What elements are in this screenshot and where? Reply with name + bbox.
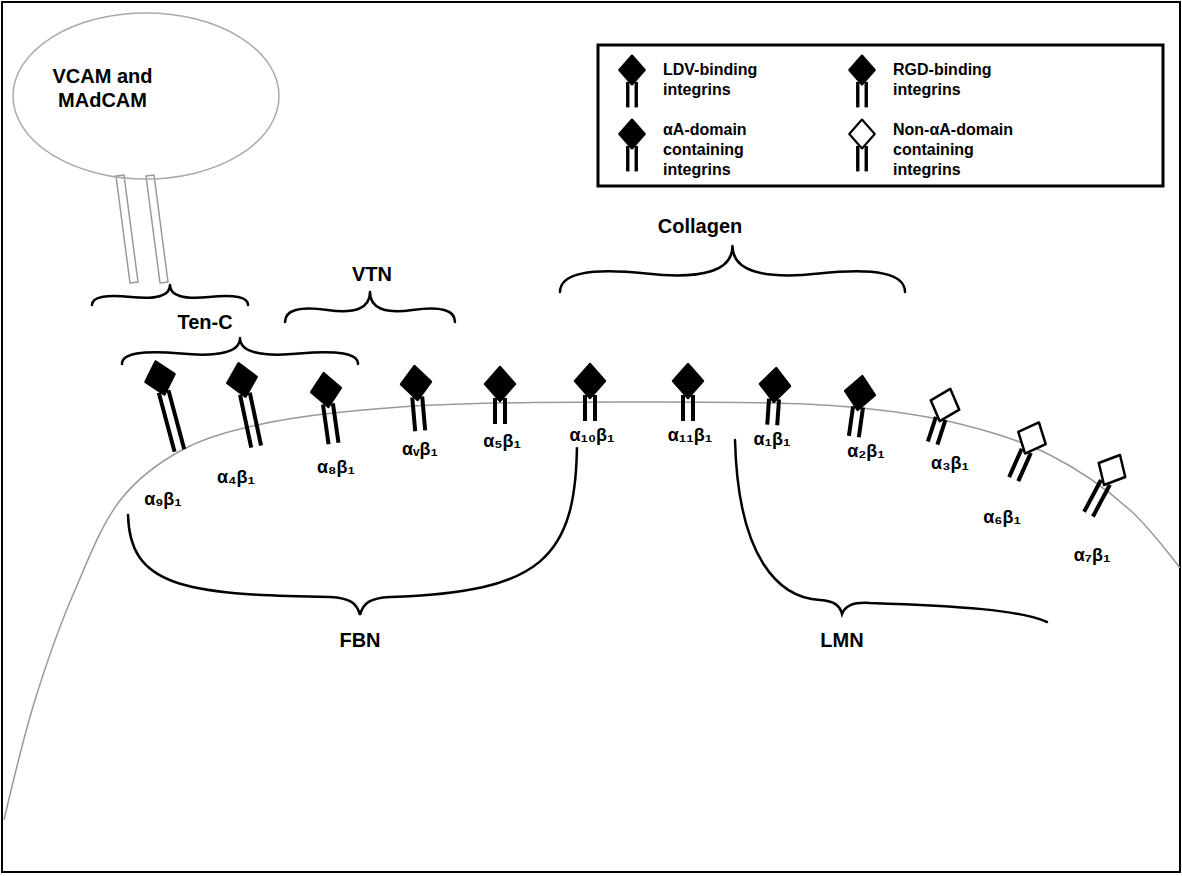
integrin-leg [626, 146, 629, 172]
integrin-label: α₁β₁ [752, 429, 793, 451]
integrin-label: α₄β₁ [215, 467, 257, 489]
integrin-label: α₇β₁ [1072, 545, 1113, 567]
integrin-label: α₂β₁ [845, 441, 887, 463]
integrin-icon [673, 364, 703, 421]
bracket [735, 440, 1047, 622]
legend-text: αA-domain containing integrins [663, 120, 803, 180]
integrin-head [843, 374, 877, 412]
integrin-leg [593, 395, 597, 421]
integrin-leg [168, 390, 184, 449]
integrin-leg [849, 406, 853, 436]
integrin-label: α₃β₁ [929, 453, 971, 475]
integrin-leg [412, 397, 415, 431]
integrin-head [575, 364, 605, 398]
integrin-leg [422, 397, 425, 431]
node-label: VCAM and MAdCAM [40, 64, 165, 112]
integrin-leg [856, 82, 859, 108]
ligand-label: Ten-C [175, 310, 234, 334]
bracket [92, 285, 248, 305]
integrin-head [309, 371, 343, 409]
integrin-head [1091, 448, 1133, 492]
integrin-icon [1075, 448, 1133, 521]
integrin-leg [859, 408, 863, 438]
integrin-head [485, 367, 515, 401]
cell-ellipse: VCAM and MAdCAM [12, 12, 280, 180]
integrin-icon [400, 365, 436, 432]
bracket [285, 292, 455, 322]
integrin-leg [937, 420, 945, 445]
bracket [128, 440, 577, 615]
ligand-label: Collagen [656, 214, 744, 238]
integrin-label: αᵥβ₁ [400, 439, 440, 461]
integrin-label: α₆β₁ [981, 507, 1023, 529]
integrin-leg [635, 82, 638, 108]
integrin-icon [224, 360, 271, 449]
ligand-label: VTN [350, 262, 394, 286]
integrin-leg [626, 82, 629, 108]
integrin-leg [777, 399, 779, 425]
integrin-head [224, 360, 260, 399]
ligand-bar [146, 175, 168, 283]
integrin-leg [323, 405, 329, 445]
integrin-leg [333, 403, 339, 443]
integrin-icon [309, 371, 349, 445]
integrin-head [141, 358, 179, 399]
integrin-leg [767, 399, 769, 425]
integrin-leg [503, 398, 507, 424]
integrin-head [400, 365, 433, 401]
legend-text: Non-αA-domain containing integrins [893, 120, 1033, 180]
integrin-head [925, 384, 964, 426]
legend-text: LDV-binding integrins [663, 60, 803, 100]
integrin-leg [635, 146, 638, 172]
legend-integrin-icon [849, 120, 875, 172]
integrin-head [619, 120, 645, 149]
integrin-leg [1018, 453, 1031, 481]
integrin-head [673, 364, 703, 398]
integrin-label: α₉β₁ [142, 489, 184, 511]
integrin-head [1011, 416, 1052, 459]
integrin-leg [240, 395, 251, 448]
legend-integrin-icon [849, 56, 875, 108]
ligand-label: FBN [337, 628, 382, 652]
integrin-leg [856, 146, 859, 172]
integrin-label: α₁₁β₁ [666, 425, 714, 447]
integrin-icon [757, 367, 791, 426]
legend-integrin-icon [619, 56, 645, 108]
integrin-leg [865, 82, 868, 108]
integrin-leg [1093, 485, 1110, 517]
integrin-leg [928, 417, 936, 442]
integrin-icon [1000, 416, 1053, 485]
integrin-leg [250, 393, 261, 446]
integrin-head [849, 56, 875, 85]
integrin-label: α₅β₁ [481, 431, 523, 453]
ligand-bar [116, 175, 138, 283]
legend-integrin-icon [619, 120, 645, 172]
integrin-leg [583, 395, 587, 421]
integrin-leg [681, 395, 685, 421]
integrin-icon [485, 367, 515, 424]
integrin-head [619, 56, 645, 85]
integrin-icon [839, 374, 877, 439]
integrin-leg [493, 398, 497, 424]
cell-outline-shape [13, 13, 279, 179]
integrin-icon [575, 364, 605, 421]
integrin-label: α₈β₁ [315, 457, 357, 479]
cell-membrane [4, 402, 1180, 820]
integrin-icon [918, 384, 964, 447]
legend-text: RGD-binding integrins [893, 60, 1033, 100]
bracket [560, 246, 905, 292]
integrin-label: α₁₀β₁ [567, 425, 616, 447]
ligand-label: LMN [818, 628, 865, 652]
integrin-head [849, 120, 875, 149]
legend-box [598, 45, 1163, 186]
integrin-head [759, 367, 791, 403]
integrin-leg [865, 146, 868, 172]
bracket [122, 338, 358, 364]
integrin-icon [141, 358, 194, 455]
integrin-leg [691, 395, 695, 421]
